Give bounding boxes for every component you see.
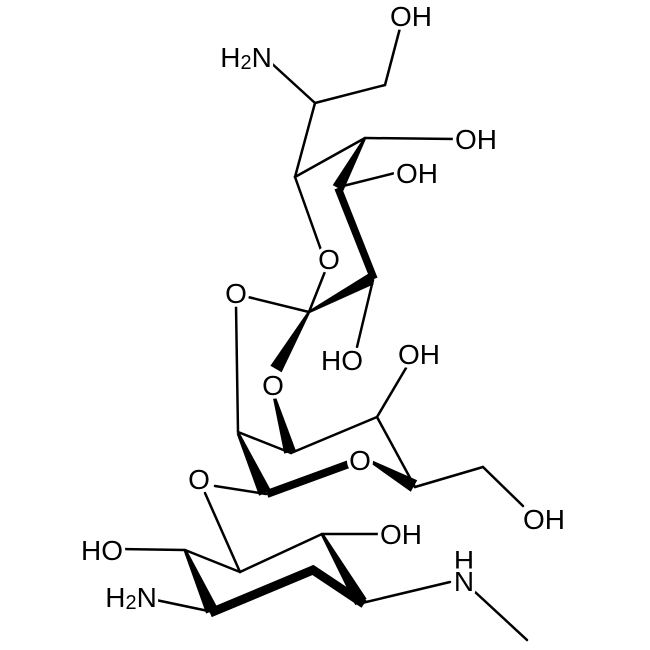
atom-label-h2n-top: H2N <box>220 42 272 75</box>
bond-plain-1 <box>313 83 387 105</box>
bond-plain-7 <box>355 278 375 349</box>
bond-bold-36 <box>265 460 351 498</box>
bond-plain-2 <box>267 59 317 105</box>
bond-wedge-32 <box>369 459 418 492</box>
bond-plain-8 <box>293 175 323 252</box>
bond-boldpath-37 <box>208 564 367 618</box>
bond-plain-25 <box>360 580 452 605</box>
bond-plain-4 <box>293 136 367 179</box>
atom-label-o-ortho-left: O <box>225 278 247 309</box>
atom-label-ho-bottom: HO <box>81 535 123 566</box>
bond-plain-21 <box>238 532 324 574</box>
atom-label-h2n-bottom: H2N <box>105 582 157 615</box>
bond-plain-16 <box>213 484 268 496</box>
bond-wedge-30 <box>272 395 296 454</box>
bond-bold-35 <box>334 186 378 281</box>
atom-label-o-ring-top: O <box>318 244 340 275</box>
bond-plain-18 <box>481 465 525 508</box>
bond-plain-19 <box>203 491 242 574</box>
bond-wedge-33 <box>183 549 218 614</box>
bond-wedge-31 <box>236 432 271 496</box>
atom-label-oh-lower-right: OH <box>523 504 565 535</box>
bond-wedge-29 <box>270 311 311 373</box>
bond-plain-11 <box>234 303 240 434</box>
atom-label-nh-n: N <box>454 566 474 597</box>
atom-label-oh-upper-right: OH <box>455 124 497 155</box>
bonds-layer <box>119 26 529 642</box>
bond-plain-12 <box>236 430 293 455</box>
bond-plain-5 <box>363 136 457 141</box>
bond-wedge-34 <box>320 533 367 606</box>
atom-label-oh-upper-mid: OH <box>396 158 438 189</box>
bond-plain-26 <box>472 589 529 642</box>
atom-label-o-ortho-lower: O <box>262 370 284 401</box>
bond-plain-20 <box>183 548 242 574</box>
atom-label-ho-middle: HO <box>321 345 363 376</box>
bond-plain-10 <box>246 295 311 314</box>
bond-plain-14 <box>375 366 408 419</box>
bond-plain-17 <box>413 465 485 489</box>
atom-label-o-glycosidic: O <box>188 464 210 495</box>
atom-label-nh-h: H <box>454 545 474 576</box>
bond-plain-22 <box>119 547 187 552</box>
bond-plain-3 <box>293 101 317 179</box>
bond-plain-13 <box>289 415 379 455</box>
atom-label-oh-mid-right: OH <box>398 339 440 370</box>
bond-wedge-28 <box>308 273 374 314</box>
bond-wedge-27 <box>332 137 367 191</box>
bond-plain-9 <box>307 267 328 314</box>
atom-label-oh-bottom: OH <box>380 519 422 550</box>
bond-plain-6 <box>337 171 397 189</box>
atom-label-o-ring-mid: O <box>349 445 371 476</box>
atom-label-oh-top: OH <box>390 1 432 32</box>
bond-plain-23 <box>154 598 215 614</box>
bond-plain-0 <box>383 26 402 87</box>
bond-plain-15 <box>375 415 417 489</box>
